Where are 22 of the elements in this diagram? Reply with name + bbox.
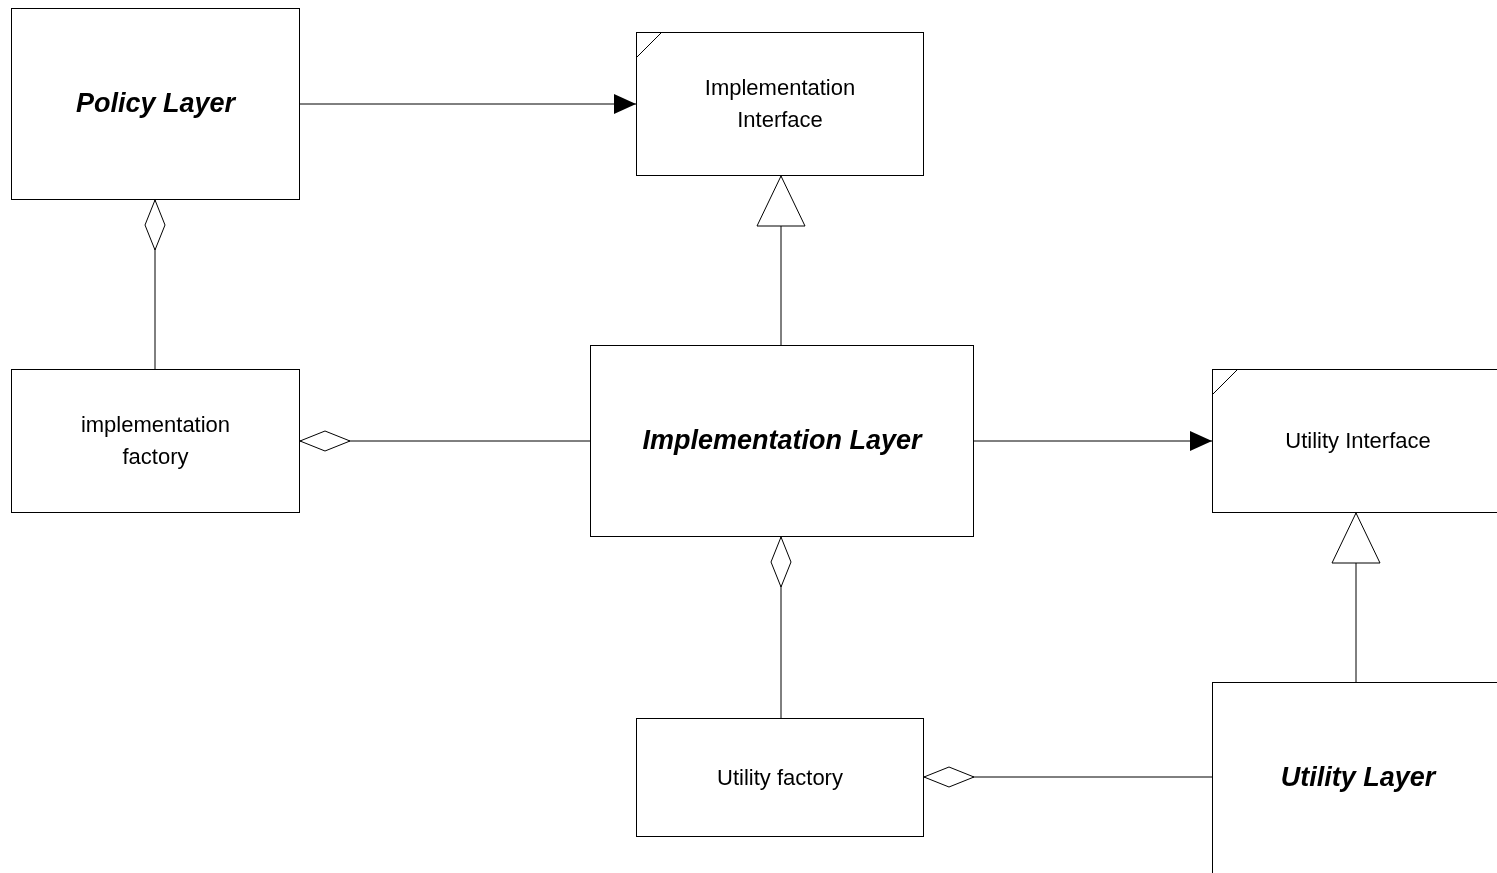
class-box [636, 718, 924, 837]
box-label: Utility Layer [1280, 761, 1436, 795]
class-box [1212, 682, 1497, 873]
connector-line [770, 536, 792, 719]
box-label: Policy Layer [75, 87, 236, 121]
class-box [590, 345, 974, 537]
connector-line [756, 175, 806, 346]
box-label: Utility Interface [1285, 427, 1431, 455]
connector-line [299, 94, 637, 114]
connector-line [144, 199, 166, 370]
connector-line [973, 431, 1213, 451]
interface-box [1212, 369, 1497, 513]
connector-line [923, 766, 1213, 788]
box-label: implementation factory [79, 411, 232, 471]
interface-box [636, 32, 924, 176]
box-label: Implementation Layer [642, 424, 922, 458]
class-box [11, 369, 300, 513]
class-box [11, 8, 300, 200]
box-label: Implementation Interface [703, 74, 857, 134]
connector-line [1331, 512, 1381, 683]
box-label: Utility factory [717, 763, 843, 792]
connector-line [299, 430, 591, 452]
